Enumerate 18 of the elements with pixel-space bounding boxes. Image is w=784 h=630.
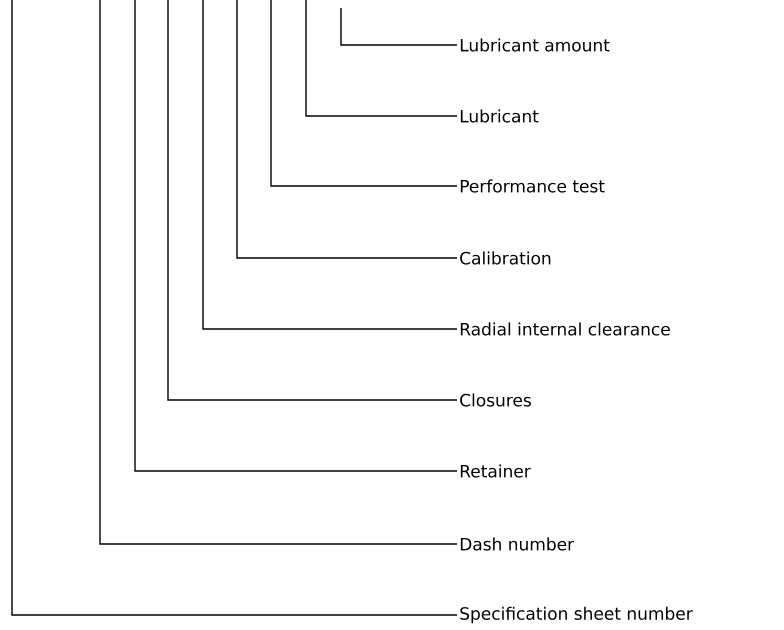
leader-line bbox=[270, 0, 457, 187]
leader-line bbox=[340, 8, 457, 46]
label-text: Dash number bbox=[460, 537, 574, 551]
leader-line bbox=[134, 0, 457, 472]
label-text: Lubricant amount bbox=[460, 38, 610, 52]
leader-line bbox=[167, 0, 457, 401]
label-text: Radial internal clearance bbox=[460, 322, 670, 336]
label-text: Lubricant bbox=[460, 109, 538, 123]
leader-line bbox=[202, 0, 457, 330]
label-text: Calibration bbox=[460, 251, 550, 265]
leader-line bbox=[305, 0, 457, 117]
label-text: Specification sheet number bbox=[460, 606, 693, 624]
leader-line bbox=[11, 0, 457, 616]
label-text: Retainer bbox=[460, 464, 531, 478]
label-text: Closures bbox=[460, 393, 531, 407]
leader-line bbox=[99, 0, 457, 545]
label-text: Performance test bbox=[460, 179, 605, 193]
leader-line bbox=[236, 0, 457, 259]
